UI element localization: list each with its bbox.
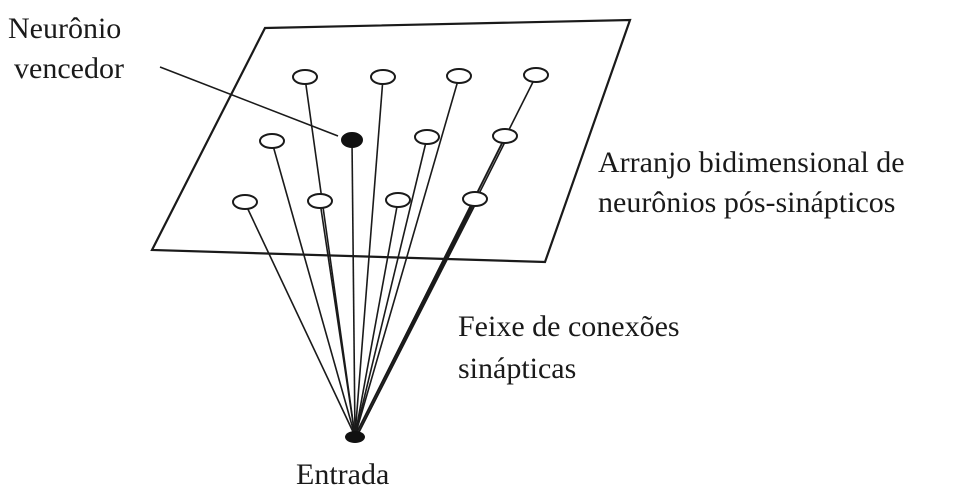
synaptic-connections (244, 75, 537, 437)
post-synaptic-neurons (232, 67, 549, 210)
neuron (446, 68, 472, 84)
neuron (232, 194, 258, 210)
neuron (259, 133, 285, 149)
neuron (385, 192, 411, 208)
winner-pointer-line (159, 66, 339, 137)
neuron (462, 191, 488, 207)
input-node (345, 431, 365, 443)
connection-line (354, 77, 384, 437)
winner-neuron (341, 132, 363, 148)
neuron-array-plane (150, 18, 632, 264)
connection-line (356, 137, 508, 437)
connection-line (351, 139, 356, 437)
neuron (523, 67, 549, 83)
winner-label-line2: vencedor (14, 52, 124, 85)
connection-line (354, 76, 460, 437)
neuron (292, 69, 318, 85)
connection-line (354, 199, 476, 437)
neuron (492, 128, 518, 144)
array-label-line1: Arranjo bidimensional de (598, 146, 905, 179)
connection-line (271, 141, 356, 437)
neuron (414, 129, 440, 145)
neuron (370, 69, 396, 85)
array-label-line2: neurônios pós-sinápticos (598, 186, 895, 219)
input-label: Entrada (296, 458, 389, 491)
connection-line (354, 200, 399, 437)
winner-label-line1: Neurônio (8, 12, 121, 45)
bundle-label-line2: sinápticas (458, 352, 576, 385)
connection-line (354, 137, 428, 437)
bundle-label-line1: Feixe de conexões (458, 310, 680, 343)
neuron (307, 193, 333, 209)
connection-line (319, 201, 356, 437)
connection-line (244, 202, 356, 437)
